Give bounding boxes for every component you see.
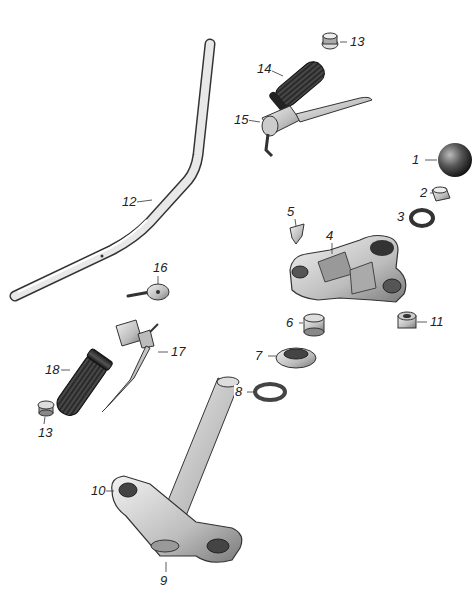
- steering-stem: [112, 377, 242, 562]
- bearing-ring: [276, 348, 316, 368]
- callout-number: 16: [152, 261, 168, 275]
- callout-number: 11: [429, 315, 445, 329]
- callout-number: 14: [256, 62, 272, 76]
- callout-number: 12: [121, 195, 137, 209]
- top-bracket: [290, 236, 406, 303]
- handlebar: [15, 44, 210, 296]
- callout-number: 15: [233, 113, 249, 127]
- nut: [398, 312, 416, 328]
- callout-number: 17: [170, 345, 186, 359]
- leader-lines: [44, 42, 437, 572]
- small-lever: [128, 284, 169, 300]
- right-grip: [268, 57, 329, 114]
- knob: [438, 143, 472, 177]
- ring: [255, 384, 285, 400]
- bar-end-cap: [322, 33, 338, 49]
- callout-number: 3: [396, 210, 405, 224]
- callout-number: 1: [411, 153, 420, 167]
- left-grip: [52, 348, 113, 420]
- callout-number: 7: [254, 349, 263, 363]
- ring: [411, 210, 433, 226]
- callout-number: 13: [349, 35, 365, 49]
- callout-number: 2: [419, 186, 428, 200]
- callout-number: 4: [325, 229, 334, 243]
- right-lever: [262, 97, 372, 156]
- callout-number: 5: [286, 205, 295, 219]
- bar-end-cap: [38, 401, 54, 416]
- clip: [290, 224, 304, 244]
- nut: [304, 314, 324, 336]
- callout-number: 18: [44, 363, 60, 377]
- callout-number: 9: [159, 574, 168, 588]
- callout-number: 10: [90, 484, 106, 498]
- nut: [432, 187, 450, 201]
- callout-number: 6: [285, 316, 294, 330]
- callout-number: 8: [234, 385, 243, 399]
- callout-number: 13: [37, 426, 53, 440]
